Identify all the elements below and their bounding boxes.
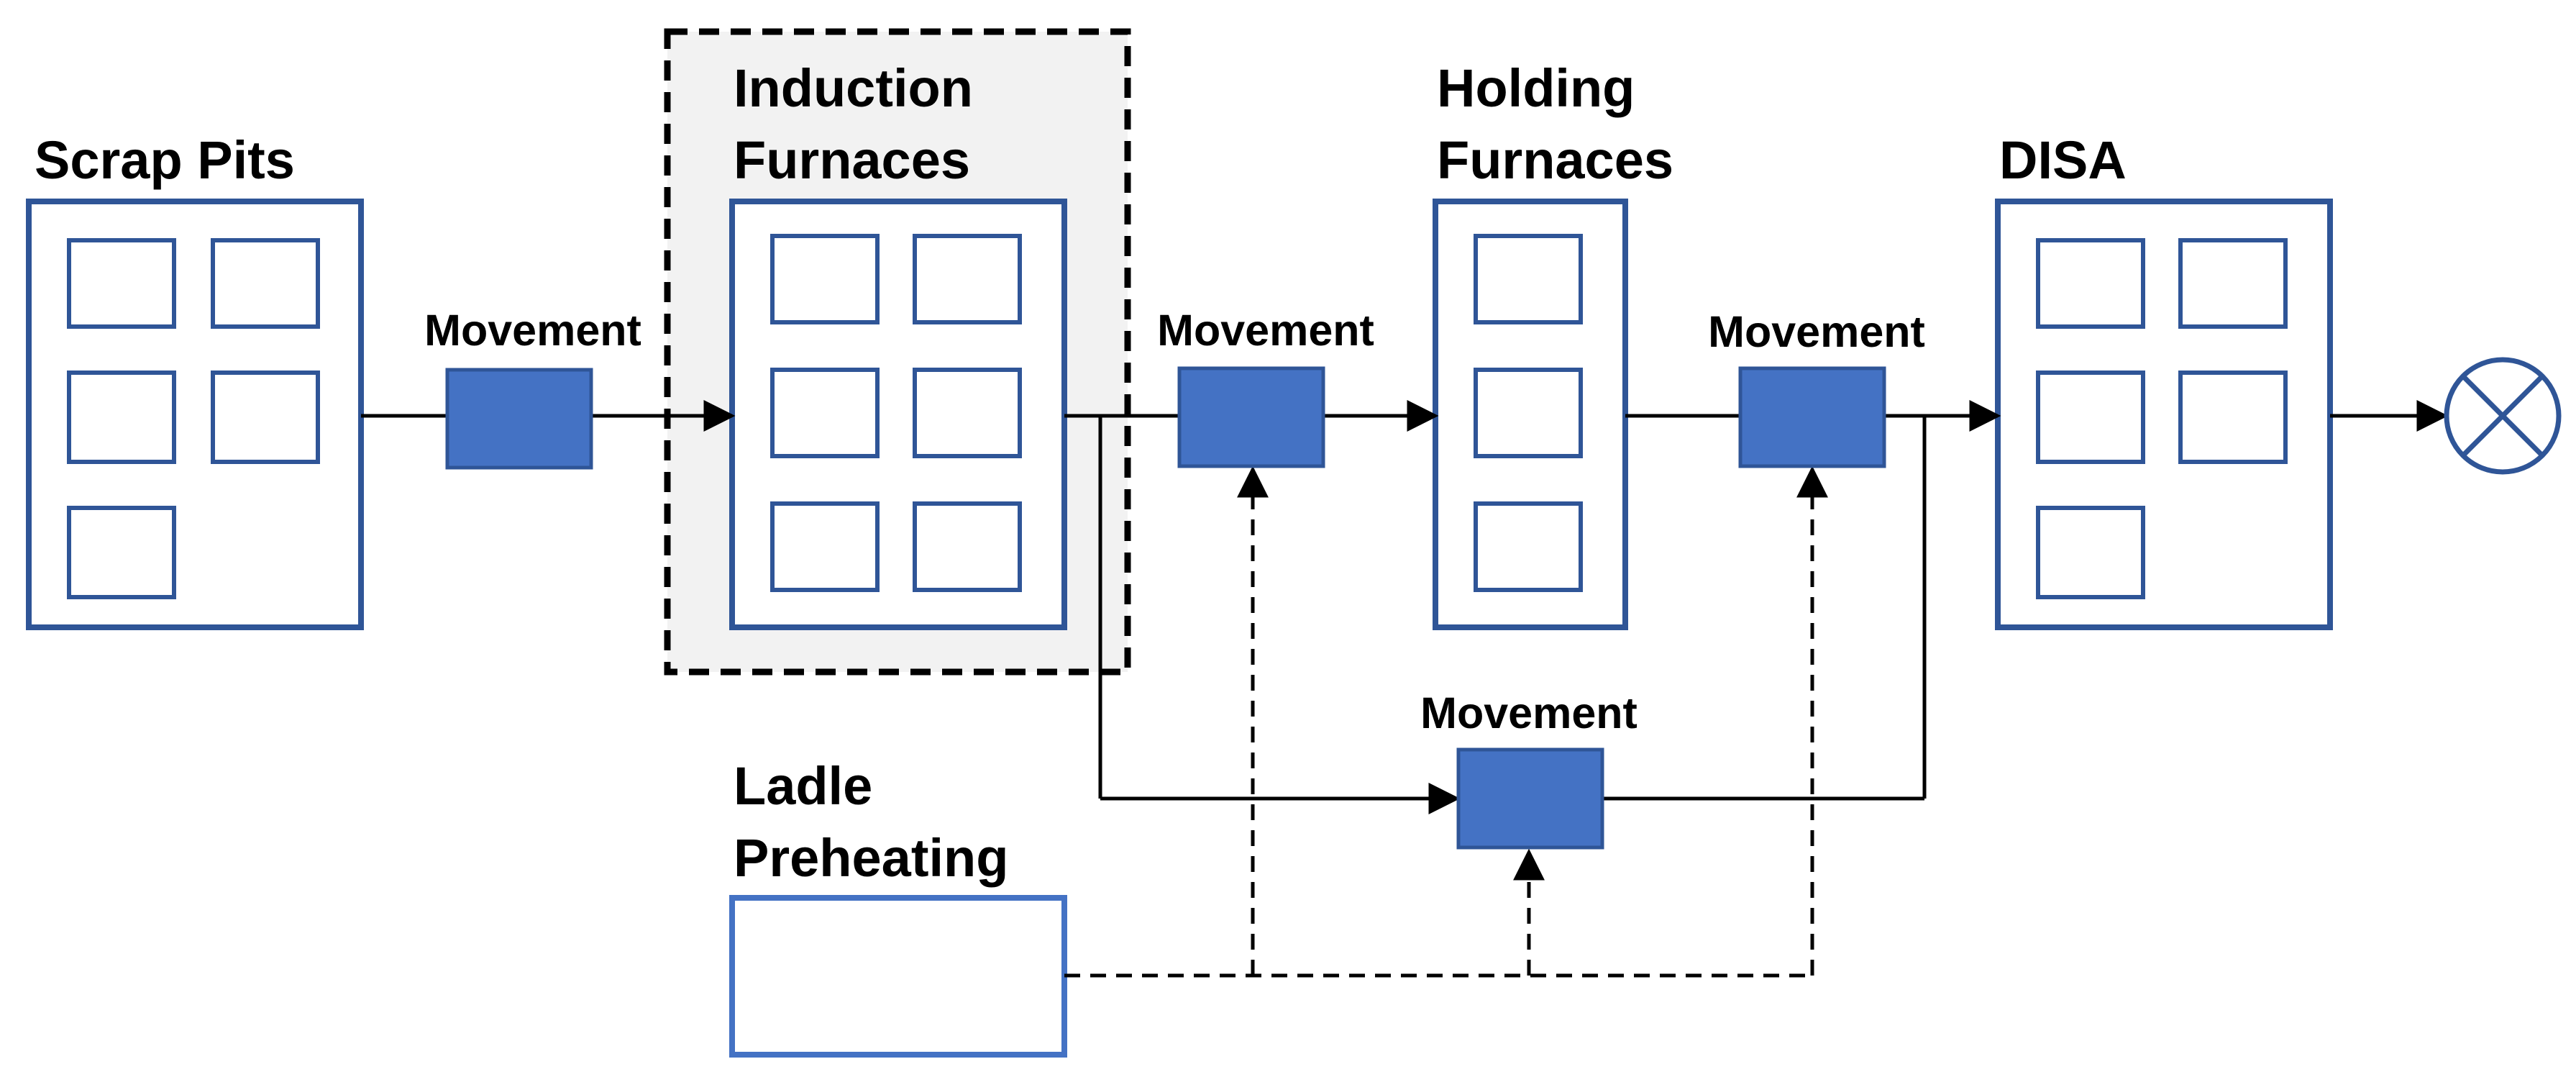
holding-furnace-cell [1474,501,1583,592]
induction-furnace-cell [913,234,1022,324]
scrap-pit-cell [67,238,176,329]
movement-box-holding-to-disa [1738,366,1886,468]
disa-cell [2178,370,2288,464]
induction-furnace-cell [770,234,880,324]
induction-furnaces-title-line2: Furnaces [734,130,970,190]
ladle-preheating-station [729,895,1067,1058]
disa-cell [2036,506,2145,599]
movement-label-induction-to-holding: Movement [1157,306,1374,355]
disa-title: DISA [1999,130,2127,190]
disa-station [1995,199,2333,630]
induction-furnace-cell [913,501,1022,592]
circle-cross-icon [2444,357,2562,475]
scrap-pit-cell [67,370,176,464]
ladle-preheating-title-line1: Ladle [734,756,872,816]
disa-cell [2036,370,2145,464]
holding-furnace-cell [1474,368,1583,458]
disa-cell [2036,238,2145,329]
movement-label-scrap-to-induction: Movement [424,306,641,355]
main-flow-lines [361,400,2449,814]
induction-furnaces-station [729,199,1067,630]
induction-furnace-cell [770,501,880,592]
induction-furnace-cell [770,368,880,458]
induction-furnaces-title-line1: Induction [734,58,973,118]
ladle-preheating-title-line2: Preheating [734,828,1008,888]
scrap-pit-cell [211,238,320,329]
movement-label-bypass: Movement [1420,688,1638,737]
movement-box-induction-to-holding [1177,366,1325,468]
scrap-pit-cell [211,370,320,464]
scrap-pits-station [26,199,364,630]
holding-furnaces-title-line1: Holding [1437,58,1635,118]
scrap-pit-cell [67,506,176,599]
movement-box-scrap-to-induction [445,368,593,470]
holding-furnaces-title-line2: Furnaces [1437,130,1673,190]
disa-cell [2178,238,2288,329]
scrap-pits-title: Scrap Pits [35,130,295,190]
movement-label-holding-to-disa: Movement [1708,307,1925,356]
ladle-supply-lines [1064,465,1828,978]
induction-furnace-cell [913,368,1022,458]
holding-furnaces-station [1433,199,1628,630]
movement-box-bypass [1456,747,1604,850]
holding-furnace-cell [1474,234,1583,324]
